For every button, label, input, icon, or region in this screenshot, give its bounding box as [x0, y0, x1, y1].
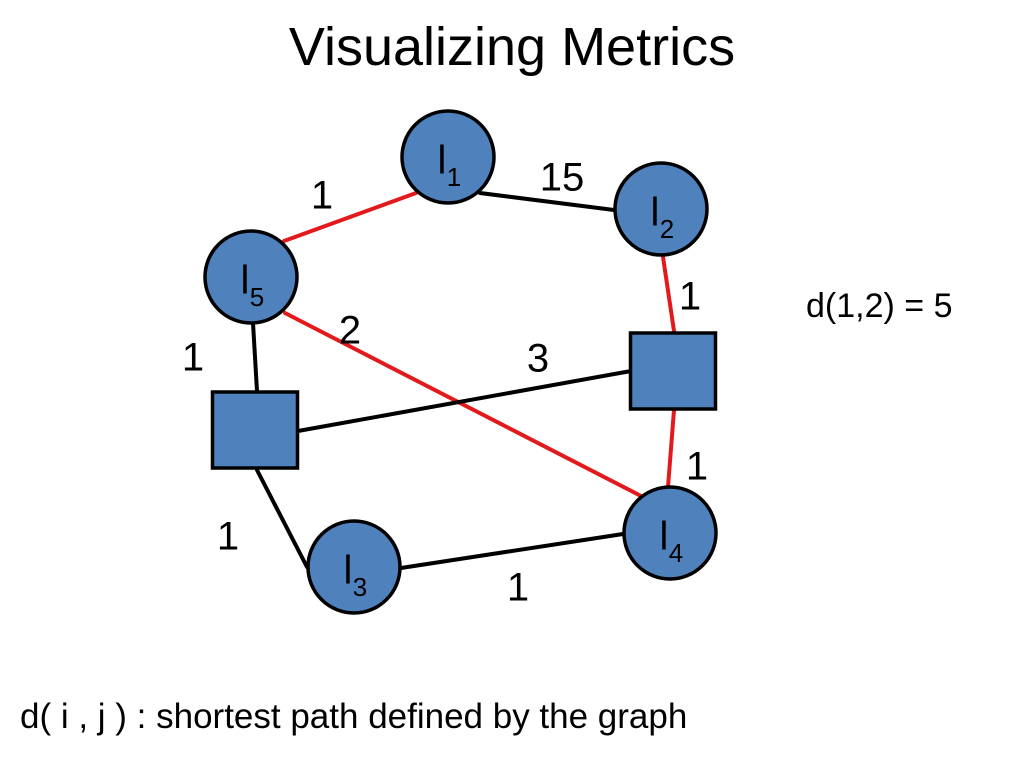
node-l4-circle	[622, 485, 718, 581]
edge-weight-l5-square-left: 1	[182, 336, 204, 380]
edges-layer	[251, 191, 676, 570]
edge-weight-l5-l1: 1	[311, 174, 333, 218]
node-l4-subscript: 4	[669, 538, 683, 568]
node-square-right	[628, 331, 718, 411]
edge-weight-square-left-l3: 1	[217, 515, 239, 559]
node-l5-circle	[203, 229, 299, 325]
slide-title: Visualizing Metrics	[288, 17, 736, 77]
edge-square-right-l4	[666, 408, 676, 489]
edge-weight-square-right-l4: 1	[686, 445, 708, 489]
node-square-left-square	[210, 390, 300, 470]
node-square-right-square	[628, 331, 718, 411]
node-l2-subscript: 2	[660, 214, 674, 244]
node-l5-label: l	[241, 259, 250, 303]
edge-l5-square-left	[251, 321, 259, 393]
edge-weight-l5-l4: 2	[339, 309, 361, 353]
node-l1-circle	[400, 109, 496, 205]
edge-weight-square-left-square-right: 3	[527, 337, 549, 381]
node-l4-label: l	[660, 515, 669, 559]
edge-weight-l2-square-right: 1	[679, 275, 701, 319]
edge-l5-l4	[283, 311, 643, 498]
edge-l1-l2	[478, 191, 616, 212]
node-l1-subscript: 1	[447, 162, 461, 192]
node-l3-subscript: 3	[353, 572, 367, 602]
node-l3-label: l	[344, 549, 353, 593]
edge-weight-l3-l4: 1	[507, 566, 529, 610]
edge-square-left-square-right	[296, 369, 633, 433]
edge-l5-l1	[282, 191, 418, 243]
node-l2-circle	[613, 161, 709, 257]
caption: d( i , j ) : shortest path defined by th…	[20, 697, 688, 736]
node-l1-label: l	[438, 139, 447, 183]
distance-note: d(1,2) = 5	[806, 287, 953, 325]
node-l2-label: l	[651, 191, 660, 235]
node-square-left	[210, 390, 300, 470]
node-l5-subscript: 5	[250, 282, 264, 312]
node-l3-circle	[306, 519, 402, 615]
edge-weight-l1-l2: 15	[540, 156, 585, 200]
edge-l3-l4	[399, 532, 625, 570]
edge-square-left-l3	[255, 468, 309, 569]
edge-l2-square-right	[661, 255, 676, 333]
